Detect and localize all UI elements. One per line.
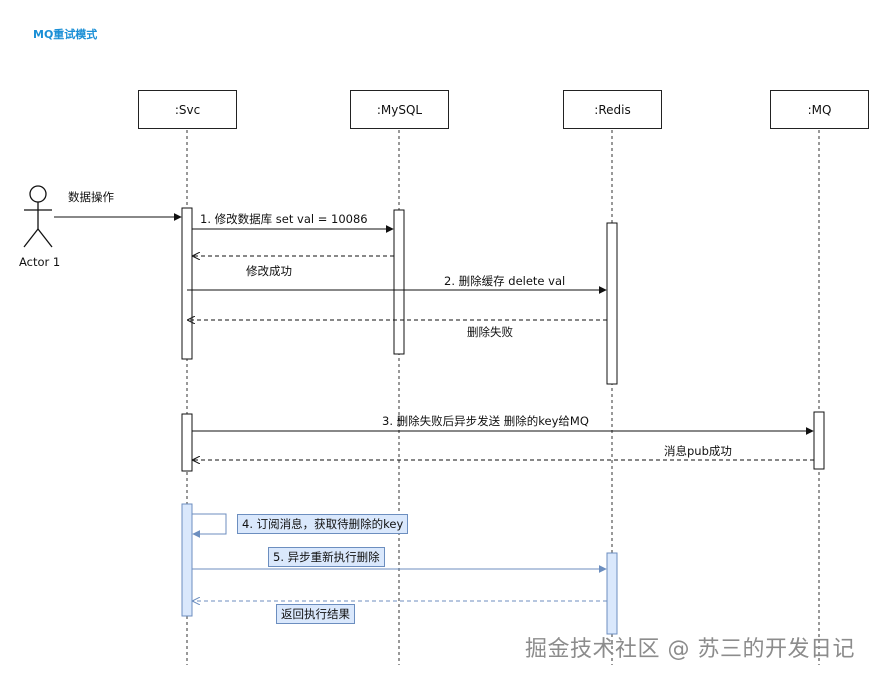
lifeline-mq-box: :MQ: [770, 90, 869, 129]
message-subscribe: 4. 订阅消息，获取待删除的key: [237, 514, 409, 534]
activation-svc-3: [181, 503, 193, 617]
message-delete-cache: 2. 删除缓存 delete val: [444, 274, 566, 288]
lifeline-mysql-box: :MySQL: [350, 90, 449, 129]
message-update-success: 修改成功: [246, 264, 292, 278]
message-retry-delete: 5. 异步重新执行删除: [268, 547, 385, 567]
activation-redis-1: [606, 222, 618, 385]
actor-label: Actor 1: [19, 255, 61, 269]
message-pub-success: 消息pub成功: [664, 444, 732, 458]
diagram-title: MQ重试模式: [33, 28, 98, 41]
lifeline-svc-box: :Svc: [138, 90, 237, 129]
watermark: 掘金技术社区 @ 苏三的开发日记: [525, 637, 855, 662]
message-delete-fail: 删除失败: [467, 325, 513, 339]
message-update-db: 1. 修改数据库 set val = 10086: [200, 212, 368, 226]
activation-redis-2: [606, 552, 618, 635]
actor-icon: [23, 185, 53, 248]
message-send-mq: 3. 删除失败后异步发送 删除的key给MQ: [382, 414, 589, 428]
arrow-self-subscribe: [192, 513, 227, 538]
activation-svc-2: [181, 413, 193, 472]
activation-svc-1: [181, 207, 193, 360]
lifeline-redis-box: :Redis: [563, 90, 662, 129]
activation-mq-1: [813, 411, 825, 470]
message-return-result: 返回执行结果: [276, 604, 355, 624]
activation-mysql-1: [393, 209, 405, 355]
message-data-operation: 数据操作: [68, 190, 114, 204]
